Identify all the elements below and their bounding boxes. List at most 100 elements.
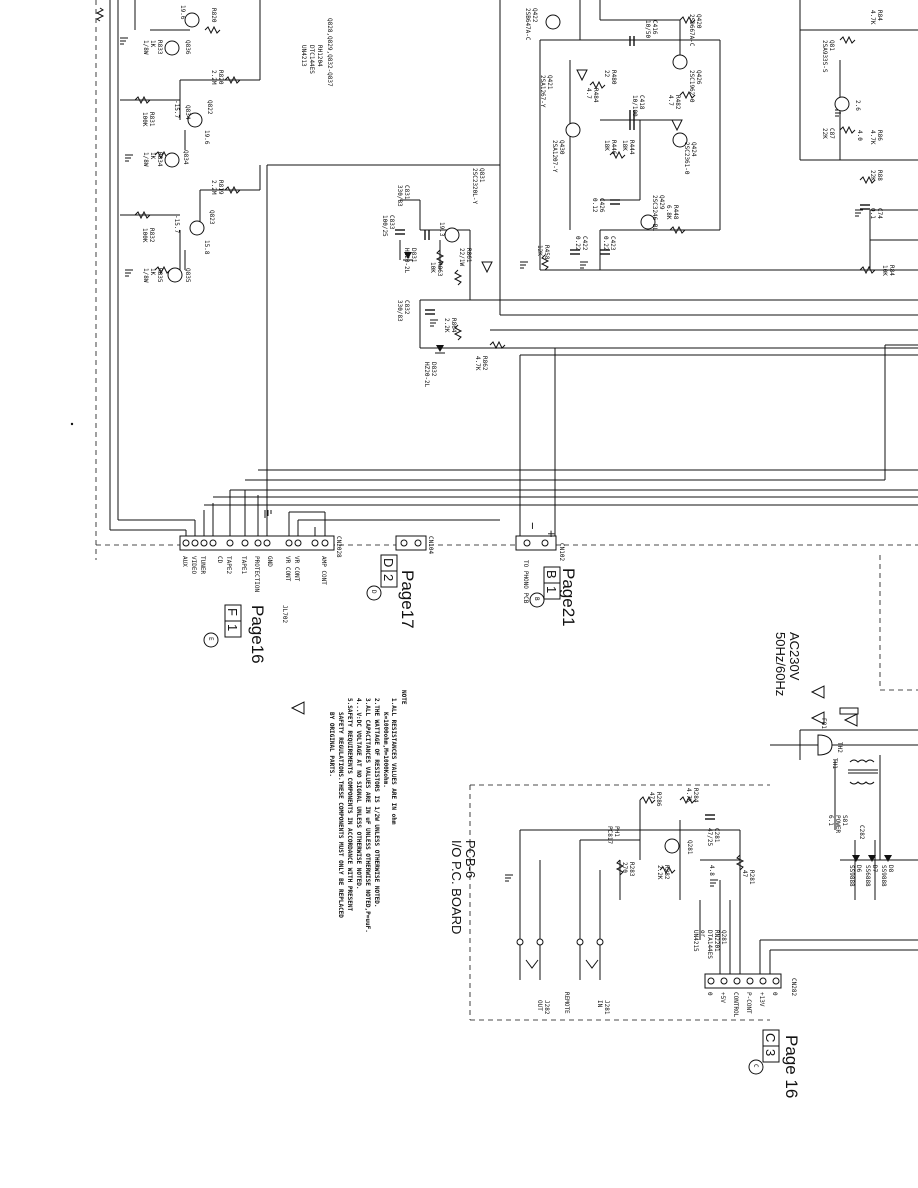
page-ref-page17[interactable]: Page17 D 2 D — [366, 554, 417, 629]
cn104-ref: CN104 — [427, 536, 434, 554]
cn282-pin-5v: +5V — [719, 992, 726, 1003]
label-d832: D832 — [430, 362, 437, 377]
label-c832: C832 — [403, 300, 410, 315]
label-r862: R862 — [481, 356, 488, 371]
label-c833v: 100/25 — [381, 215, 388, 237]
cn2028-pin-vrcont1: VR CONT — [284, 556, 291, 582]
cn102-minus: − — [525, 522, 540, 530]
label-r482v: 4.7 — [667, 95, 674, 106]
label-q421t: 2SA1267-Y — [539, 75, 546, 108]
note-line-7: BY ORIGINAL PARTS. — [328, 712, 335, 777]
label-c422v: 0.22 — [574, 236, 581, 251]
label-q831: Q831 — [478, 168, 485, 183]
label-c74: C74 — [876, 208, 883, 219]
page-ref-page17-label: Page17 — [398, 570, 417, 629]
label-q420: Q420 — [695, 14, 702, 29]
label-q426: Q426 — [695, 70, 702, 85]
label-r820-val: 2.2M — [210, 70, 217, 85]
label-r86: R86 — [876, 130, 883, 141]
page-ref-page16-right-letter: C — [763, 1033, 778, 1042]
label-c831v: 330/83 — [396, 185, 403, 207]
label-q823: Q823 — [208, 210, 215, 225]
label-q424: Q424 — [690, 142, 697, 157]
note-line-5: 5.SAFETY REQUIREMENTS COMPONENTS IN ACCO… — [346, 698, 353, 912]
ph1-label: PH1 — [613, 826, 620, 837]
power-label: POWER — [834, 815, 841, 833]
label-q822: Q822 — [206, 100, 213, 115]
r284-value: 4.7K — [685, 788, 692, 803]
page-ref-page16-right[interactable]: Page 16 C 3 C — [748, 1029, 801, 1098]
page-ref-page21-label: Page21 — [559, 568, 578, 627]
ac-voltage-label: AC230V — [787, 632, 802, 681]
r281-value: 47 — [741, 870, 748, 878]
page-ref-page21[interactable]: Page21 B 1 B — [529, 566, 578, 627]
label-r834v: 1K — [149, 152, 156, 160]
label-v196a: 19.6 — [179, 5, 186, 20]
page-ref-page21-letter: B — [544, 570, 559, 579]
page-ref-page16-right-circle: C — [752, 1064, 759, 1068]
th1-label: TH1 — [831, 758, 838, 769]
note-line-2: 2.THE WATTAGE OF RESISTORS IS 1/2W UNLES… — [373, 698, 380, 908]
ic-list-2: DTC144ES — [308, 45, 315, 74]
label-r864v: 2.2K — [443, 318, 450, 333]
cn2028-pin-protection: PROTECTION — [253, 556, 260, 593]
label-r88: R88 — [876, 170, 883, 181]
label-c426: C426 — [598, 198, 605, 213]
cn2028-pin-gnd: GND — [266, 556, 273, 567]
label-q420t: 2SD667A-C — [688, 14, 695, 47]
cn2028-pin-tape1: TAPE1 — [240, 556, 247, 574]
note-line-6: SAFETY REGULATIONS.THESE COMPONENTS MUST… — [337, 712, 344, 918]
label-r458: R458 — [543, 245, 550, 260]
r281-label: R281 — [748, 870, 755, 885]
c281-label: C281 — [713, 828, 720, 843]
capacitor-glyphs — [395, 36, 870, 820]
label-c832v: 330/83 — [396, 300, 403, 322]
r283-label: R283 — [628, 862, 635, 877]
th2-label: TH2 — [836, 742, 843, 753]
r282-value: 2.2K — [656, 865, 663, 880]
d7-type: SS6888 — [864, 865, 871, 887]
power-value: 6.1 — [827, 815, 834, 826]
page-ref-page21-circle: B — [533, 597, 540, 601]
q281-small: Q281 — [686, 840, 693, 855]
cn2028-pin-tuner: TUNER — [199, 556, 206, 574]
label-r448: R448 — [672, 205, 679, 220]
j282-sub: OUT — [536, 1000, 543, 1011]
note-line-4: 4...V:DC VOLTAGE AT NO SIGNAL UNLESS OTH… — [355, 698, 362, 889]
ac-plug-icon — [817, 734, 833, 756]
label-v40: 4.0 — [856, 130, 863, 141]
label-r444v: 18K — [621, 140, 628, 151]
page-ref-page16-right-label: Page 16 — [782, 1035, 801, 1098]
label-r819-num: R819 — [217, 180, 224, 195]
page-ref-page17-num: 2 — [381, 574, 396, 581]
cn2028-pin-vrcont2: VR CONT — [293, 556, 300, 582]
page-ref-page16-left[interactable]: Page16 F 1 E — [203, 604, 267, 664]
label-q836: Q836 — [184, 40, 191, 55]
fuse-icon — [839, 707, 859, 715]
ic-list-3: UN4213 — [300, 45, 307, 67]
label-r448v: 6.8K — [665, 205, 672, 220]
page-ref-page17-letter: D — [381, 558, 396, 567]
label-v183: 19.3 — [438, 222, 445, 237]
cn282-pin-control: CONTROL — [732, 992, 739, 1018]
label-r444: R444 — [628, 140, 635, 155]
label-r863: R863 — [436, 262, 443, 277]
q281-list-1: RN2201 — [713, 930, 720, 952]
label-r820: R820 — [210, 8, 217, 23]
cn282-pin-pcont: P-CONT — [745, 992, 752, 1014]
label-q424t: 2SC2361-0 — [683, 142, 690, 175]
label-q430t: 2SA1207-Y — [551, 140, 558, 173]
q281-list-3: or — [699, 930, 706, 938]
page-ref-page16-left-label: Page16 — [248, 605, 267, 664]
cn2028-pin-cd: CD — [216, 556, 223, 564]
label-r484: R484 — [592, 88, 599, 103]
label-r831v: 100K — [141, 112, 148, 127]
label-c423v: 0.22 — [602, 236, 609, 251]
label-c833: C833 — [388, 215, 395, 230]
v48-label: 4.8 — [708, 865, 715, 876]
label-q81: Q81 — [828, 40, 835, 51]
label-d831v: HZ20-2L — [403, 248, 410, 274]
label-r832: R832 — [148, 228, 155, 243]
label-r820-num: R820 — [217, 70, 224, 85]
label-v158: 15.8 — [203, 240, 210, 255]
